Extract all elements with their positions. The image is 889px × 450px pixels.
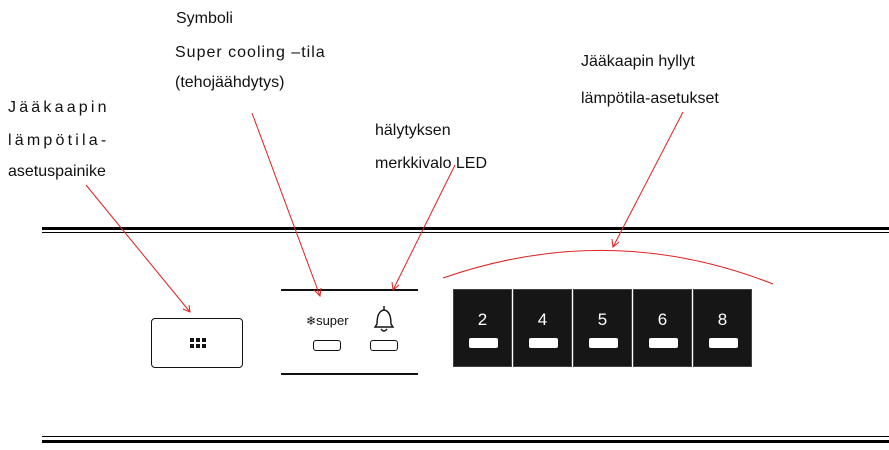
- alarm-label-1: hälytyksen: [375, 122, 451, 139]
- symbol-section-top-line: [281, 289, 418, 291]
- shelf-led: [469, 338, 498, 348]
- temp-button-label-2: lämpötila-: [8, 132, 110, 149]
- temp-button-label-3: asetuspainike: [8, 163, 106, 180]
- callout-temp-button-head: [182, 304, 191, 313]
- shelf-temp-5[interactable]: 5: [573, 289, 632, 367]
- callout-shelves-head: [611, 238, 620, 248]
- shelves-label-2: lämpötila-asetukset: [581, 90, 719, 107]
- callout-super-cooling-head: [313, 287, 322, 298]
- alarm-label-2: merkkivalo LED: [375, 155, 488, 172]
- panel-bottom-line-thin: [42, 436, 889, 437]
- shelves-bracket-arc: [442, 249, 774, 285]
- shelf-temp-6[interactable]: 6: [633, 289, 692, 367]
- callout-shelves: [612, 111, 684, 248]
- shelf-temp-value: 4: [537, 310, 548, 329]
- snowflake-icon: ❄: [306, 314, 317, 328]
- shelves-label-1: Jääkaapin hyllyt: [581, 53, 695, 70]
- symbol-title: Symboli: [176, 10, 233, 27]
- super-cooling-led: [313, 340, 341, 351]
- fridge-temp-button[interactable]: [151, 318, 243, 368]
- symbol-section-bottom-line: [281, 373, 418, 375]
- shelf-led: [589, 338, 618, 348]
- callout-super-cooling: [251, 112, 321, 297]
- super-cooling-sublabel: (tehojäähdytys): [175, 74, 285, 91]
- shelf-temp-8[interactable]: 8: [693, 289, 752, 367]
- shelf-led: [649, 338, 678, 348]
- super-cooling-label: Super cooling –tila: [175, 44, 326, 61]
- shelf-temp-value: 8: [717, 310, 728, 329]
- panel-top-line: [42, 227, 889, 230]
- panel-bottom-line: [42, 440, 889, 443]
- callout-temp-button: [85, 184, 191, 313]
- callout-alarm-head: [391, 281, 400, 291]
- shelf-led: [709, 338, 738, 348]
- callout-alarm: [392, 164, 456, 291]
- panel-top-line-thin: [42, 232, 889, 233]
- alarm-led: [370, 340, 398, 351]
- keypad-grid-icon: [190, 338, 206, 349]
- shelf-temp-4[interactable]: 4: [513, 289, 572, 367]
- shelf-temp-value: 5: [597, 310, 608, 329]
- shelf-temp-value: 6: [657, 310, 668, 329]
- shelf-temp-value: 2: [477, 310, 488, 329]
- shelf-temp-2[interactable]: 2: [453, 289, 512, 367]
- shelf-led: [529, 338, 558, 348]
- temp-button-label-1: Jääkaapin: [8, 99, 110, 116]
- super-label: super: [316, 313, 349, 328]
- super-cooling-symbol: ❄super: [306, 313, 349, 328]
